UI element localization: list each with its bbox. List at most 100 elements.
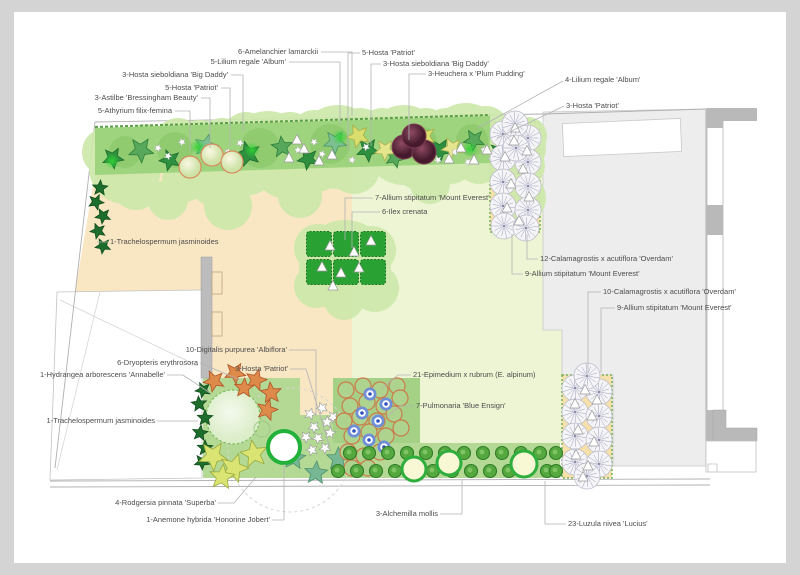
digitalis-symbol — [311, 432, 325, 445]
alchemilla-symbol — [400, 455, 428, 483]
allium-triangle-symbol — [591, 393, 603, 405]
star-plant-symbol — [256, 398, 280, 422]
star-plant-symbol — [88, 193, 106, 211]
star-plant-symbol — [233, 376, 255, 398]
leader-line — [477, 80, 564, 129]
digitalis-symbol — [320, 415, 334, 428]
leader-line — [344, 197, 373, 240]
star-plant-symbol — [223, 362, 247, 386]
allium-triangle-symbol — [570, 448, 582, 460]
leader-line — [201, 97, 211, 148]
calamagrostis-grass-symbol — [573, 362, 601, 390]
leader-line — [544, 481, 566, 525]
leader-line — [347, 52, 360, 150]
epimedium-symbol — [337, 381, 355, 399]
luzula-symbol — [387, 463, 403, 479]
leader-line — [511, 234, 523, 275]
allium-triangle-symbol — [455, 141, 467, 153]
leader-line — [231, 74, 244, 132]
allium-triangle-symbol — [443, 152, 455, 164]
allium-triangle-symbol — [298, 142, 310, 154]
allium-triangle-symbol — [499, 150, 511, 162]
starburst-plant-symbol — [104, 153, 120, 169]
dividing-wall — [200, 256, 223, 379]
allium-triangle-symbol — [521, 144, 533, 156]
leader-line — [289, 61, 341, 124]
epimedium-symbol — [341, 397, 359, 415]
white-flower-symbol — [361, 142, 371, 152]
allium-triangle-symbol — [569, 397, 581, 409]
star-plant-symbol — [190, 394, 208, 412]
white-flower-symbol — [433, 155, 443, 165]
allium-triangle-symbol — [523, 190, 535, 202]
calamagrostis-grass-symbol — [490, 212, 518, 240]
starburst-plant-symbol — [332, 129, 348, 145]
hosta-ball-symbol — [220, 150, 244, 174]
star-plant-symbol — [94, 238, 112, 255]
leader-line — [351, 211, 380, 248]
white-flower-symbol — [451, 147, 460, 157]
white-flower-symbol — [153, 143, 163, 153]
star-plant-symbol — [355, 138, 381, 164]
star-plant-symbol — [194, 381, 211, 399]
heuchera-ball-symbol — [401, 123, 427, 149]
calamagrostis-grass-symbol — [561, 422, 589, 450]
allium-triangle-symbol — [577, 470, 589, 482]
luzula-symbol — [494, 445, 510, 461]
leader-line — [221, 87, 231, 146]
digitalis-symbol — [304, 407, 317, 421]
digitalis-symbol — [299, 431, 313, 444]
leader-line — [289, 349, 317, 416]
leader-line — [321, 51, 353, 116]
white-flower-symbol — [348, 155, 357, 165]
star-plant-symbol — [373, 140, 397, 163]
star-plant-symbol — [196, 408, 214, 426]
luzula-symbol — [368, 463, 384, 479]
star-plant-symbol — [202, 370, 225, 393]
pulmonaria-symbol — [363, 387, 377, 401]
leader-line — [408, 73, 426, 140]
allium-triangle-symbol — [572, 423, 584, 435]
pulmonaria-symbol — [379, 397, 393, 411]
leader-line — [167, 374, 211, 394]
starburst-plant-symbol — [462, 141, 478, 157]
allium-triangle-symbol — [316, 260, 328, 272]
pulmonaria-symbol — [362, 433, 376, 447]
star-plant-symbol — [91, 178, 109, 196]
neighbour-plot — [49, 289, 203, 481]
allium-triangle-symbol — [505, 177, 517, 189]
luzula-symbol — [342, 445, 358, 461]
luzula-symbol — [418, 445, 434, 461]
leader-line — [440, 480, 463, 515]
star-plant-symbol — [94, 208, 112, 225]
star-plant-symbol — [440, 137, 463, 160]
allium-triangle-symbol — [324, 239, 336, 251]
luzula-symbol — [482, 463, 498, 479]
star-plant-symbol — [209, 463, 236, 490]
digitalis-symbol — [318, 442, 332, 455]
epimedium-symbol — [385, 405, 403, 423]
anemone-symbol — [266, 429, 302, 465]
luzula-symbol — [349, 463, 365, 479]
luzula-symbol — [463, 463, 479, 479]
luzula-symbol — [475, 445, 491, 461]
leader-line — [526, 234, 538, 260]
luzula-symbol — [548, 463, 564, 479]
leader-line — [175, 110, 191, 150]
leader-line — [496, 105, 565, 139]
digitalis-symbol — [315, 401, 328, 415]
patio-region — [75, 165, 352, 415]
hosta-ball-symbol — [178, 155, 202, 179]
digitalis-symbol — [305, 443, 318, 457]
pulmonaria-symbol — [355, 406, 369, 420]
epimedium-symbol — [335, 412, 353, 430]
luzula-symbol — [456, 445, 472, 461]
leader-line — [199, 362, 241, 381]
allium-triangle-symbol — [313, 154, 325, 166]
star-plant-symbol — [303, 459, 329, 485]
leader-line — [587, 291, 601, 373]
allium-triangle-symbol — [517, 162, 529, 174]
allium-triangle-symbol — [327, 279, 339, 291]
allium-triangle-symbol — [291, 133, 303, 145]
